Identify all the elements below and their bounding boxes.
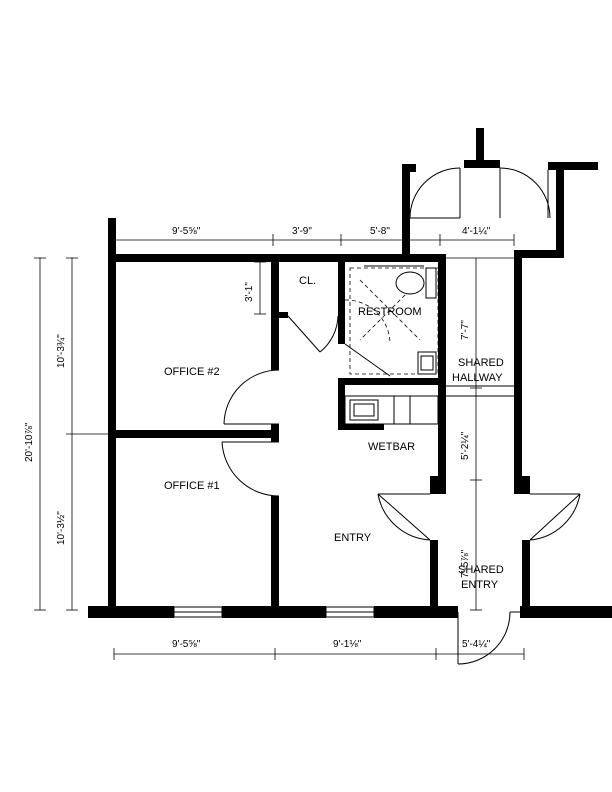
label-entry: ENTRY <box>334 532 372 544</box>
dim-hallway-2: 5'-2¼" <box>459 431 471 460</box>
door-restroom <box>344 299 391 377</box>
dim-top-closet: 3'-9" <box>292 226 312 237</box>
wall-hall-left-bottom <box>430 540 438 612</box>
wall-corridor-right-top <box>548 162 598 170</box>
dim-office2-depth: 10'-3¾" <box>56 334 67 368</box>
wall-top <box>108 254 446 262</box>
door-closet <box>287 315 339 353</box>
wall-bottom-left <box>88 606 174 618</box>
window-entry <box>325 606 375 618</box>
door-shared-entry-left <box>377 493 431 541</box>
wall-bottom-mid <box>222 606 326 618</box>
label-shared-entry-line1: SHARED <box>458 564 504 576</box>
wall-wetbar-bottom <box>338 424 384 430</box>
wall-bottom-far-right <box>520 606 612 618</box>
dim-top-restroom: 5'-8" <box>370 226 390 237</box>
wall-office-partition-mid <box>271 424 279 442</box>
wall-closet <box>338 262 345 344</box>
wall-closet-jamb <box>279 312 288 318</box>
label-wetbar: WETBAR <box>368 441 415 453</box>
room-labels: OFFICE #2 OFFICE #1 CL. RESTROOM WETBAR … <box>164 275 504 591</box>
label-restroom: RESTROOM <box>358 306 422 318</box>
dim-overall-depth: 20'-10⅞" <box>24 422 35 462</box>
label-shared-hallway-line1: SHARED <box>458 357 504 369</box>
restroom-sink-icon <box>417 351 437 375</box>
wall-corridor-right-bottom <box>514 250 564 258</box>
label-closet: CL. <box>299 275 316 287</box>
restroom-clearance <box>349 267 439 375</box>
wall-corridor-left-top <box>402 164 416 172</box>
dim-top-office2: 9'-5⅝" <box>172 226 201 237</box>
wall-office1-partition <box>271 496 279 608</box>
label-office1: OFFICE #1 <box>164 480 220 492</box>
door-corridor-left <box>409 167 461 219</box>
dim-bottom-office1: 9'-5⅝" <box>172 639 201 650</box>
dimension-labels: 9'-5⅝" 3'-9" 5'-8" 4'-1¼" 3'-1" 20'-10⅞"… <box>24 225 491 650</box>
wall-corridor-left <box>402 166 410 258</box>
wall-hall-left-lower <box>430 476 446 494</box>
wall-corridor-center <box>476 128 484 164</box>
windows <box>173 606 375 618</box>
door-shared-entry-right <box>529 493 581 541</box>
wall-hall-right <box>514 254 522 494</box>
door-office1 <box>221 441 280 497</box>
dimension-lines <box>34 234 525 660</box>
dim-bottom-entry: 9'-1⅛" <box>333 639 362 650</box>
label-shared-hallway-line2: HALLWAY <box>452 372 503 384</box>
wall-hall-left <box>438 254 446 490</box>
wetbar-counter <box>344 395 439 425</box>
doors <box>221 167 581 665</box>
wall-bottom-right <box>374 606 458 618</box>
toilet-icon <box>395 267 437 299</box>
wall-hall-right-bottom <box>522 540 530 612</box>
wall-wetbar-left <box>338 385 345 429</box>
door-corridor-right <box>499 167 551 219</box>
window-office1 <box>173 606 223 618</box>
wall-corridor-right <box>556 162 564 256</box>
dim-bottom-shared-entry: 5'-4¼" <box>462 638 491 650</box>
door-office2 <box>223 369 280 425</box>
fixtures <box>344 265 514 425</box>
wall-office2-partition <box>271 262 279 370</box>
door-bottom-exterior <box>457 611 520 665</box>
dim-closet-depth: 3'-1" <box>244 282 255 302</box>
wall-restroom-bottom <box>338 378 446 385</box>
label-office2: OFFICE #2 <box>164 366 220 378</box>
wall-hall-right-jog <box>514 476 530 494</box>
wall-left <box>108 218 116 612</box>
wall-corridor-center-top <box>464 160 500 168</box>
dim-office1-depth: 10'-3½" <box>56 511 67 545</box>
wall-office-divider <box>116 430 278 438</box>
walls <box>88 128 612 618</box>
dim-hallway-3: 7'-5⅞" <box>460 549 471 578</box>
label-shared-entry-line2: ENTRY <box>461 579 499 591</box>
dim-hallway-1: 7'-7" <box>460 320 471 340</box>
dim-top-hallway: 4'-1¼" <box>462 225 491 237</box>
